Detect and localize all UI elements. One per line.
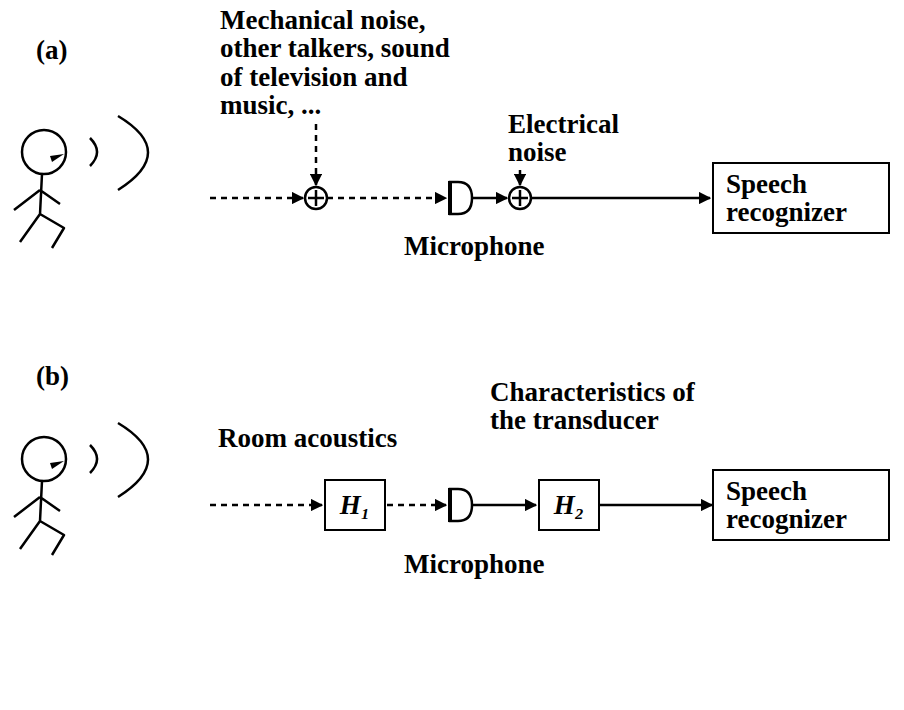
noise-input: [315, 124, 318, 185]
acoustic-path: [210, 504, 322, 507]
adder-symbol: [305, 187, 327, 209]
microphone-symbol: [448, 488, 452, 522]
acoustic-path: [387, 504, 446, 507]
adder-plus: [512, 190, 528, 206]
microphone-symbol: [450, 489, 472, 521]
noise-input: [519, 170, 522, 185]
annotation: Electrical noise: [508, 110, 643, 167]
annotation: Characteristics of the transducer: [490, 378, 730, 435]
transfer-box: H₂: [538, 479, 600, 531]
adder-symbol: [509, 187, 531, 209]
microphone-symbol: [450, 182, 472, 214]
signal-arrow: [600, 504, 712, 507]
adder-circle: [305, 187, 327, 209]
signal-wire: [472, 504, 536, 507]
acoustic-path: [327, 197, 446, 200]
annotation: Mechanical noise, other talkers, sound o…: [220, 6, 470, 119]
annotation: Microphone: [404, 550, 545, 578]
transfer-box: H₁: [324, 479, 386, 531]
recognizer-box: Speech recognizer: [712, 469, 890, 542]
acoustic-path: [210, 197, 303, 200]
panel-label: (a): [36, 36, 67, 64]
signal-wire: [472, 197, 507, 200]
adder-circle: [509, 187, 531, 209]
adder-plus: [308, 190, 324, 206]
box-text: Speech recognizer: [726, 170, 876, 227]
box-text: Speech recognizer: [726, 477, 876, 534]
box-text: H₁: [340, 491, 370, 519]
box-text: H₂: [554, 491, 584, 519]
microphone-symbol: [448, 181, 452, 215]
panel-label: (b): [36, 362, 69, 390]
recognizer-box: Speech recognizer: [712, 162, 890, 235]
speaker-figure: [14, 423, 148, 555]
speaker-figure: [14, 116, 148, 248]
signal-wire: [531, 197, 710, 200]
annotation: Microphone: [404, 232, 545, 260]
annotation: Room acoustics: [218, 424, 397, 452]
